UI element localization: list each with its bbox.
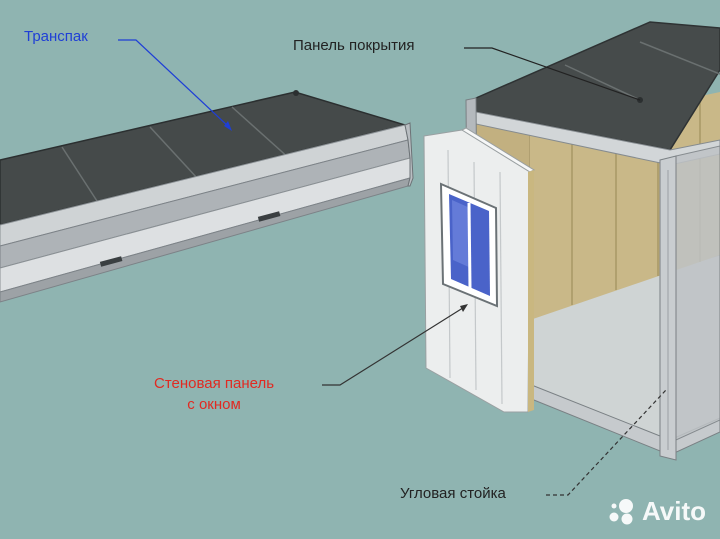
wall-panel-label-line1: Стеновая панель: [154, 375, 275, 392]
wall-panel-label-line2: с окном: [187, 396, 241, 413]
avito-dots-icon: [609, 498, 633, 524]
wall-panel-with-window: [423, 127, 536, 413]
leader-lines: [118, 39, 667, 496]
avito-watermark-text: Avito: [641, 496, 706, 526]
corner-post-label: Угловая стойка: [400, 485, 506, 502]
transpack-illustration: [0, 90, 414, 303]
avito-watermark: Avito: [606, 496, 706, 527]
transpack-label: Транспак: [24, 28, 88, 45]
wall-panel-label: Стеновая панель с окном: [154, 373, 274, 415]
roof-panel-label: Панель покрытия: [293, 37, 415, 54]
